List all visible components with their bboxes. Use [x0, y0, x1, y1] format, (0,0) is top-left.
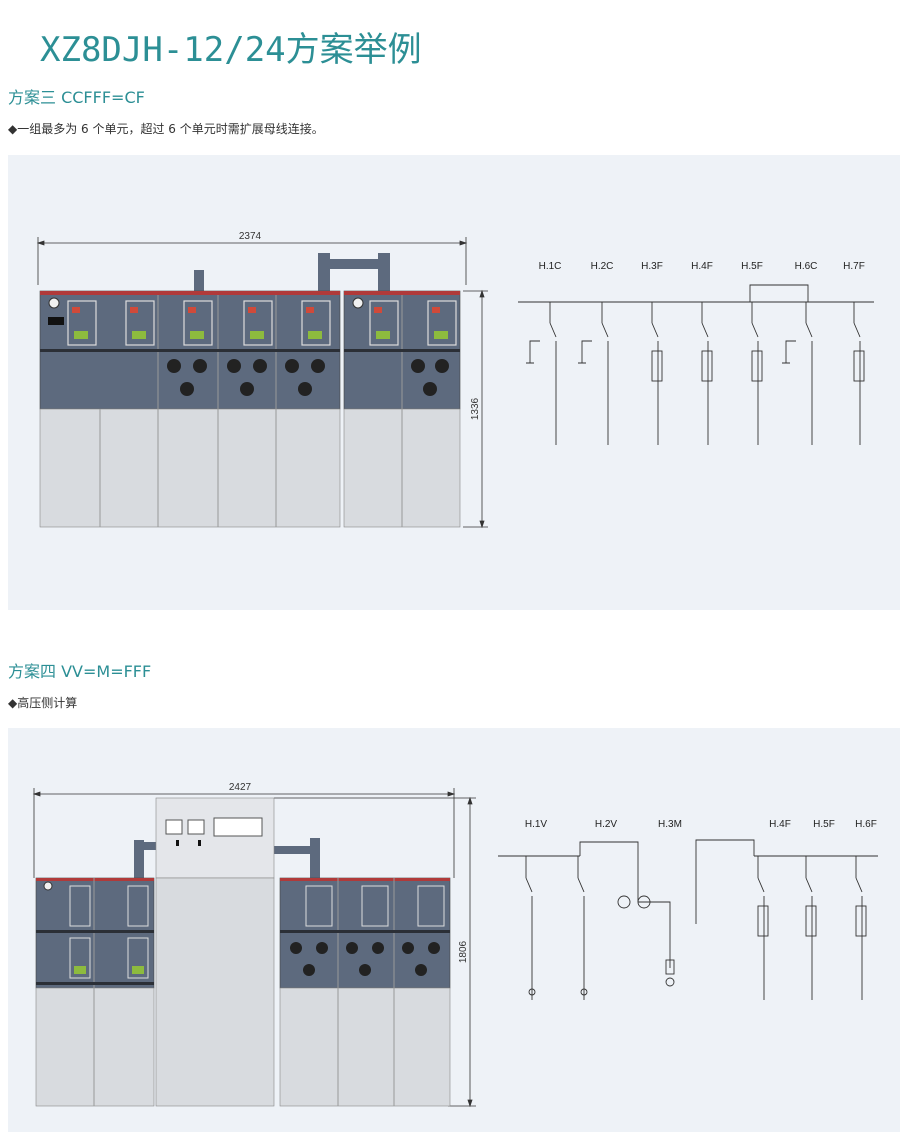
- scheme4-height-label: 1806: [458, 940, 469, 963]
- scheme3-width-dimension: [36, 237, 468, 285]
- scheme4-height-dimension: [274, 796, 476, 1108]
- scheme4-unit-label: H.4F: [769, 819, 791, 830]
- scheme3-title: 方案三 CCFFF=CF: [8, 88, 145, 107]
- scheme3-unit-label: H.3F: [641, 261, 663, 272]
- scheme4-busbar-extension: [134, 838, 320, 880]
- scheme4-unit-label: H.3M: [658, 819, 682, 830]
- scheme3-height-label: 1336: [470, 397, 481, 420]
- scheme3-drawing: 2374 1336: [36, 231, 874, 529]
- scheme3-cabinet-group-left: [39, 290, 341, 528]
- scheme4-unit-label: H.1V: [525, 819, 548, 830]
- scheme3-unit-label: H.4F: [691, 261, 713, 272]
- scheme3-unit-label: H.7F: [843, 261, 865, 272]
- scheme3-busbar-extension: [194, 253, 390, 292]
- scheme3-panel: 2374 1336: [8, 155, 900, 610]
- scheme3-width-label: 2374: [239, 231, 262, 242]
- scheme4-title: 方案四 VV=M=FFF: [8, 662, 152, 681]
- scheme3-unit-label: H.1C: [539, 261, 562, 272]
- scheme4-cabinet-group-right: [279, 877, 451, 1107]
- scheme3-unit-label: H.5F: [741, 261, 763, 272]
- scheme4-unit-label: H.5F: [813, 819, 835, 830]
- scheme3-single-line-diagram: [518, 284, 874, 303]
- scheme3-height-dimension: [463, 289, 488, 529]
- scheme4-cabinet-group-left: [35, 877, 155, 1107]
- scheme3-unit-label: H.6C: [795, 261, 818, 272]
- scheme4-single-line-diagram: [498, 839, 878, 1000]
- scheme4-unit-label: H.6F: [855, 819, 877, 830]
- scheme4-metering-cabinet: [155, 797, 275, 1107]
- scheme4-width-dimension: [32, 788, 456, 878]
- scheme4-note: ◆高压侧计算: [8, 696, 78, 710]
- page-title: XZ8DJH-12/24方案举例: [40, 30, 422, 70]
- scheme4-panel: 2427 1806: [8, 728, 900, 1132]
- scheme3-cabinet-group-right: [343, 290, 461, 528]
- scheme3-note: ◆一组最多为 6 个单元，超过 6 个单元时需扩展母线连接。: [8, 122, 324, 136]
- scheme3-feeder-branches: [526, 302, 865, 445]
- scheme3-unit-label: H.2C: [591, 261, 614, 272]
- scheme4-drawing: 2427 1806: [32, 782, 878, 1108]
- scheme4-unit-label: H.2V: [595, 819, 618, 830]
- scheme4-width-label: 2427: [229, 782, 252, 793]
